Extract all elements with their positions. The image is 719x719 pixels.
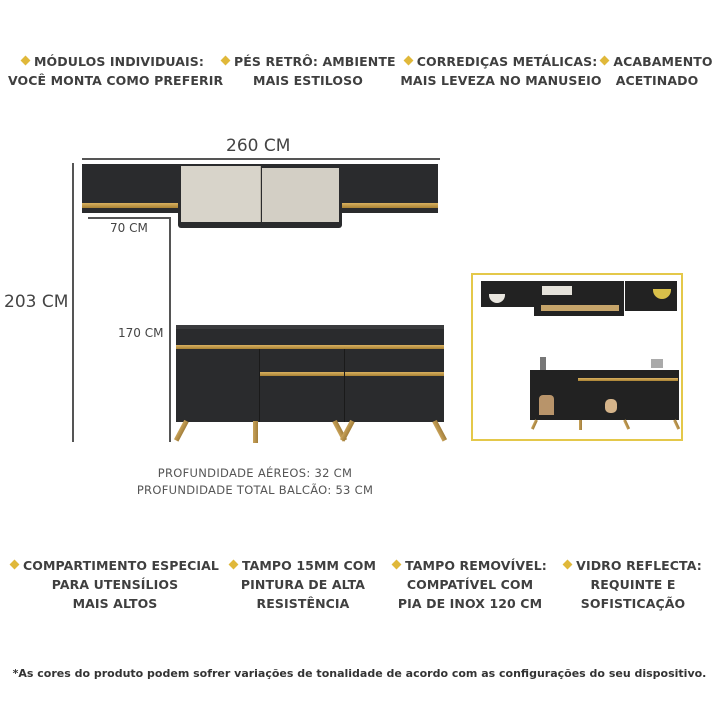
diamond-bullet-icon bbox=[228, 559, 239, 570]
width-dimension-line bbox=[82, 158, 440, 160]
gold-trim bbox=[176, 345, 444, 349]
feature-text: MAIS ALTOS bbox=[72, 596, 158, 611]
door-divider bbox=[344, 349, 345, 422]
photo-upper-right-shelf bbox=[625, 281, 677, 311]
diamond-bullet-icon bbox=[391, 559, 402, 570]
feature-tampo-15mm: TAMPO 15MM COM PINTURA DE ALTA RESISTÊNC… bbox=[224, 556, 382, 613]
photo-yellow-bowl-icon bbox=[653, 289, 671, 299]
feature-text: PARA UTENSÍLIOS bbox=[51, 577, 179, 592]
feature-compartimento: COMPARTIMENTO ESPECIAL PARA UTENSÍLIOS M… bbox=[8, 556, 222, 613]
diamond-bullet-icon bbox=[220, 55, 231, 66]
feature-text: TAMPO 15MM COM bbox=[241, 558, 377, 573]
depth-upper: PROFUNDIDADE AÉREOS: 32 CM bbox=[157, 466, 353, 480]
diamond-bullet-icon bbox=[403, 55, 414, 66]
feature-text: PIA DE INOX 120 CM bbox=[397, 596, 543, 611]
leg bbox=[173, 419, 189, 442]
photo-shelf-items bbox=[541, 305, 619, 311]
feature-text: VOCÊ MONTA COMO PREFERIR bbox=[8, 73, 224, 88]
feature-text: VIDRO REFLECTA: bbox=[576, 558, 702, 573]
feature-vidro-reflecta: VIDRO REFLECTA: REQUINTE E SOFISTICAÇÃO bbox=[560, 556, 706, 613]
photo-mixer-icon bbox=[539, 395, 554, 415]
counter-top bbox=[176, 325, 444, 329]
feature-tampo-removivel: TAMPO REMOVÍVEL: COMPATÍVEL COM PIA DE I… bbox=[384, 556, 556, 613]
feature-text: ACETINADO bbox=[615, 73, 699, 88]
leg bbox=[432, 419, 448, 442]
diamond-bullet-icon bbox=[599, 55, 610, 66]
feature-text: RESISTÊNCIA bbox=[256, 596, 350, 611]
door-divider bbox=[259, 349, 260, 422]
glass-door-right bbox=[262, 168, 339, 222]
feature-modulos: MÓDULOS INDIVIDUAIS: VOCÊ MONTA COMO PRE… bbox=[8, 52, 224, 90]
gold-trim bbox=[260, 372, 444, 376]
dimension-counter-height: 170 CM bbox=[118, 326, 164, 340]
feature-text: COMPARTIMENTO ESPECIAL bbox=[22, 558, 220, 573]
dimension-upper-gap: 70 CM bbox=[110, 221, 148, 235]
photo-coffee-machine-icon bbox=[540, 357, 546, 370]
product-photo-inset bbox=[471, 273, 683, 441]
dimension-total-height: 203 CM bbox=[4, 292, 69, 312]
gold-trim bbox=[578, 378, 678, 381]
photo-jars bbox=[542, 286, 572, 295]
feature-pes-retro: PÉS RETRÔ: AMBIENTE MAIS ESTILOSO bbox=[220, 52, 396, 90]
feature-corredicas: CORREDIÇAS METÁLICAS: MAIS LEVEZA NO MAN… bbox=[398, 52, 604, 90]
leg bbox=[673, 419, 681, 430]
feature-text: CORREDIÇAS METÁLICAS: bbox=[416, 54, 598, 69]
leg bbox=[530, 419, 538, 430]
photo-bowl-icon bbox=[489, 294, 505, 303]
feature-text: ACABAMENTO bbox=[613, 54, 713, 69]
feature-text: MÓDULOS INDIVIDUAIS: bbox=[33, 54, 205, 69]
diamond-bullet-icon bbox=[9, 559, 20, 570]
feature-acabamento: ACABAMENTO ACETINADO bbox=[597, 52, 717, 90]
leg bbox=[579, 420, 582, 430]
feature-text: REQUINTE E bbox=[590, 577, 676, 592]
feature-text: MAIS ESTILOSO bbox=[253, 73, 363, 88]
gold-trim bbox=[82, 203, 178, 208]
feature-text: MAIS LEVEZA NO MANUSEIO bbox=[400, 73, 602, 88]
color-disclaimer: *As cores do produto podem sofrer variaç… bbox=[12, 667, 707, 680]
photo-kettle-icon bbox=[605, 399, 617, 413]
feature-text: PINTURA DE ALTA bbox=[240, 577, 366, 592]
glass-door-left bbox=[181, 166, 261, 222]
diamond-bullet-icon bbox=[562, 559, 573, 570]
depth-counter: PROFUNDIDADE TOTAL BALCÃO: 53 CM bbox=[136, 483, 374, 497]
gold-trim bbox=[342, 203, 438, 208]
feature-text: TAMPO REMOVÍVEL: bbox=[405, 558, 547, 573]
feature-text: PÉS RETRÔ: AMBIENTE bbox=[234, 54, 396, 69]
counter-height-line bbox=[169, 217, 171, 442]
gap-dimension-line bbox=[88, 217, 170, 219]
feature-text: COMPATÍVEL COM bbox=[406, 577, 534, 592]
feature-text: SOFISTICAÇÃO bbox=[580, 596, 686, 611]
leg bbox=[623, 419, 631, 430]
height-dimension-line bbox=[72, 163, 74, 442]
dimension-total-width: 260 CM bbox=[226, 136, 291, 156]
leg bbox=[253, 421, 258, 443]
photo-pot-icon bbox=[651, 359, 663, 368]
diamond-bullet-icon bbox=[20, 55, 31, 66]
depth-notes: PROFUNDIDADE AÉREOS: 32 CM PROFUNDIDADE … bbox=[0, 465, 510, 499]
